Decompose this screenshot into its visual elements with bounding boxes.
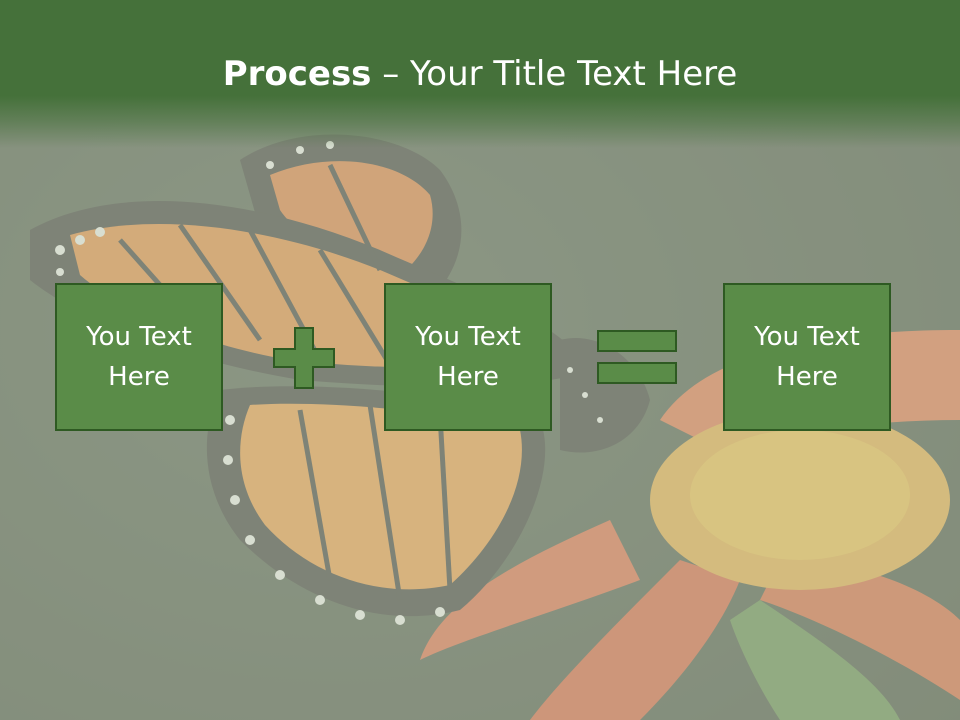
text-box-1-line-1: You Text bbox=[86, 322, 192, 352]
text-box-2-line-2: Here bbox=[437, 362, 499, 392]
text-box-2-line-1: You Text bbox=[415, 322, 521, 352]
slide-title: Process – Your Title Text Here bbox=[0, 52, 960, 96]
title-bold: Process bbox=[222, 54, 372, 94]
text-box-1-line-2: Here bbox=[108, 362, 170, 392]
plus-icon bbox=[273, 327, 335, 389]
title-bar bbox=[0, 0, 960, 148]
equals-icon bbox=[597, 330, 677, 384]
text-box-3-line-2: Here bbox=[776, 362, 838, 392]
title-rest: – Your Title Text Here bbox=[371, 54, 738, 94]
text-box-3-line-1: You Text bbox=[754, 322, 860, 352]
